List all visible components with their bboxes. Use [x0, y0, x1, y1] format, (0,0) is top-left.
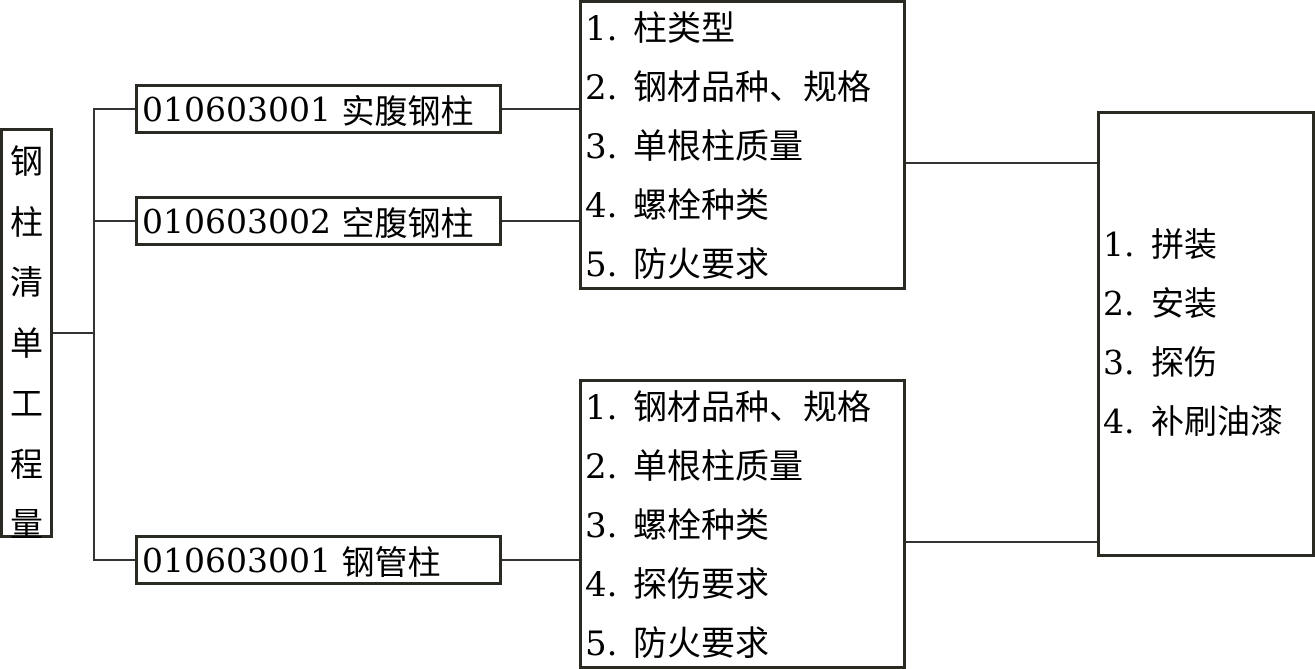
connector-item2-features: [500, 220, 582, 222]
item-code: 010603002: [142, 201, 331, 241]
features-top-box: 1.柱类型 2.钢材品种、规格 3.单根柱质量 4.螺栓种类 5.防火要求: [579, 0, 906, 290]
item-label: 010603001 实腹钢柱: [142, 87, 474, 132]
connector-trunk: [93, 108, 95, 560]
connector-top-features-work: [904, 162, 1100, 164]
root-char: 钢: [10, 142, 43, 181]
work-item: 3.探伤: [1103, 343, 1217, 382]
item-box-steel-tube-column: 010603001 钢管柱: [135, 535, 502, 585]
connector-root-stub: [53, 332, 94, 334]
root-box: 钢 柱 清 单 工 程 量: [0, 128, 53, 544]
connector-bottom-features-work: [904, 541, 1100, 543]
root-char: 柱: [10, 202, 43, 242]
feature-item: 3.单根柱质量: [585, 127, 803, 167]
item-box-solid-web-column: 010603001 实腹钢柱: [135, 84, 502, 134]
feature-item: 1.钢材品种、规格: [585, 388, 871, 428]
feature-item: 4.探伤要求: [585, 565, 769, 605]
feature-item: 2.单根柱质量: [585, 447, 803, 487]
feature-item: 5.防火要求: [585, 245, 769, 285]
root-char: 量: [10, 505, 43, 544]
feature-item: 3.螺栓种类: [585, 506, 769, 546]
work-content-box: 1.拼装 2.安装 3.探伤 4.补刷油漆: [1097, 111, 1315, 557]
item-name: 空腹钢柱: [341, 204, 474, 243]
feature-item: 2.钢材品种、规格: [585, 68, 871, 108]
features-bottom-box: 1.钢材品种、规格 2.单根柱质量 3.螺栓种类 4.探伤要求 5.防火要求: [579, 379, 906, 669]
root-char: 程: [10, 444, 43, 484]
root-char: 清: [10, 263, 43, 302]
connector-branch-2: [93, 220, 137, 222]
item-box-open-web-column: 010603002 空腹钢柱: [135, 196, 502, 246]
item-name: 钢管柱: [341, 543, 441, 582]
root-char: 工: [10, 384, 43, 423]
item-label: 010603002 空腹钢柱: [142, 199, 474, 244]
root-char: 单: [10, 323, 43, 363]
item-code: 010603001: [142, 540, 331, 580]
work-item: 1.拼装: [1103, 225, 1217, 264]
connector-item1-features: [500, 108, 582, 110]
connector-branch-1: [93, 108, 137, 110]
connector-item3-features: [500, 559, 582, 561]
work-item: 4.补刷油漆: [1103, 402, 1283, 441]
feature-item: 4.螺栓种类: [585, 186, 769, 226]
feature-item: 5.防火要求: [585, 624, 769, 664]
work-item: 2.安装: [1103, 284, 1217, 323]
item-name: 实腹钢柱: [341, 92, 474, 131]
root-title: 钢 柱 清 单 工 程 量: [3, 131, 50, 556]
item-label: 010603001 钢管柱: [142, 538, 441, 583]
connector-branch-3: [93, 559, 137, 561]
feature-item: 1.柱类型: [585, 9, 735, 49]
item-code: 010603001: [142, 89, 331, 129]
